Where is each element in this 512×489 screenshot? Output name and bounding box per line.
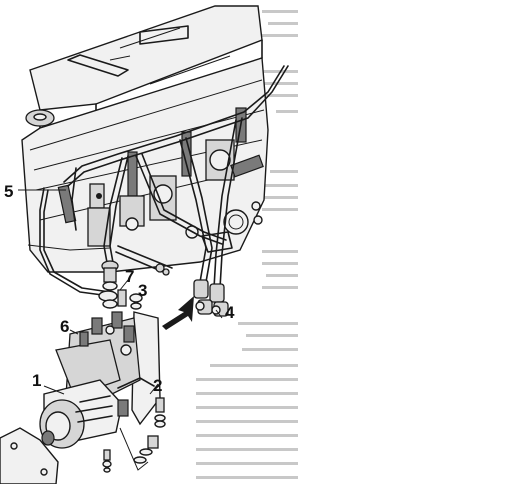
background-text-texture: [196, 10, 298, 479]
callout-3: 3: [138, 281, 148, 300]
injection-pump-diagram: 5 7 3 4 6 1 2: [0, 5, 298, 485]
fuel-lines: [39, 65, 289, 317]
callout-7: 7: [125, 267, 135, 286]
callout-5: 5: [4, 182, 14, 201]
callout-1: 1: [32, 371, 42, 390]
injection-pump: [0, 311, 166, 485]
removal-arrow: [162, 296, 194, 330]
loose-fittings: [98, 245, 173, 310]
callout-4: 4: [225, 303, 235, 322]
callout-6: 6: [60, 317, 70, 336]
injector-3: [149, 131, 192, 221]
valve-cover: [25, 5, 263, 129]
injector-2: [119, 151, 145, 231]
injector-1: [57, 183, 111, 247]
engine-illustration: [0, 5, 298, 485]
callout-2: 2: [153, 376, 163, 395]
leader-lines: [18, 189, 223, 471]
